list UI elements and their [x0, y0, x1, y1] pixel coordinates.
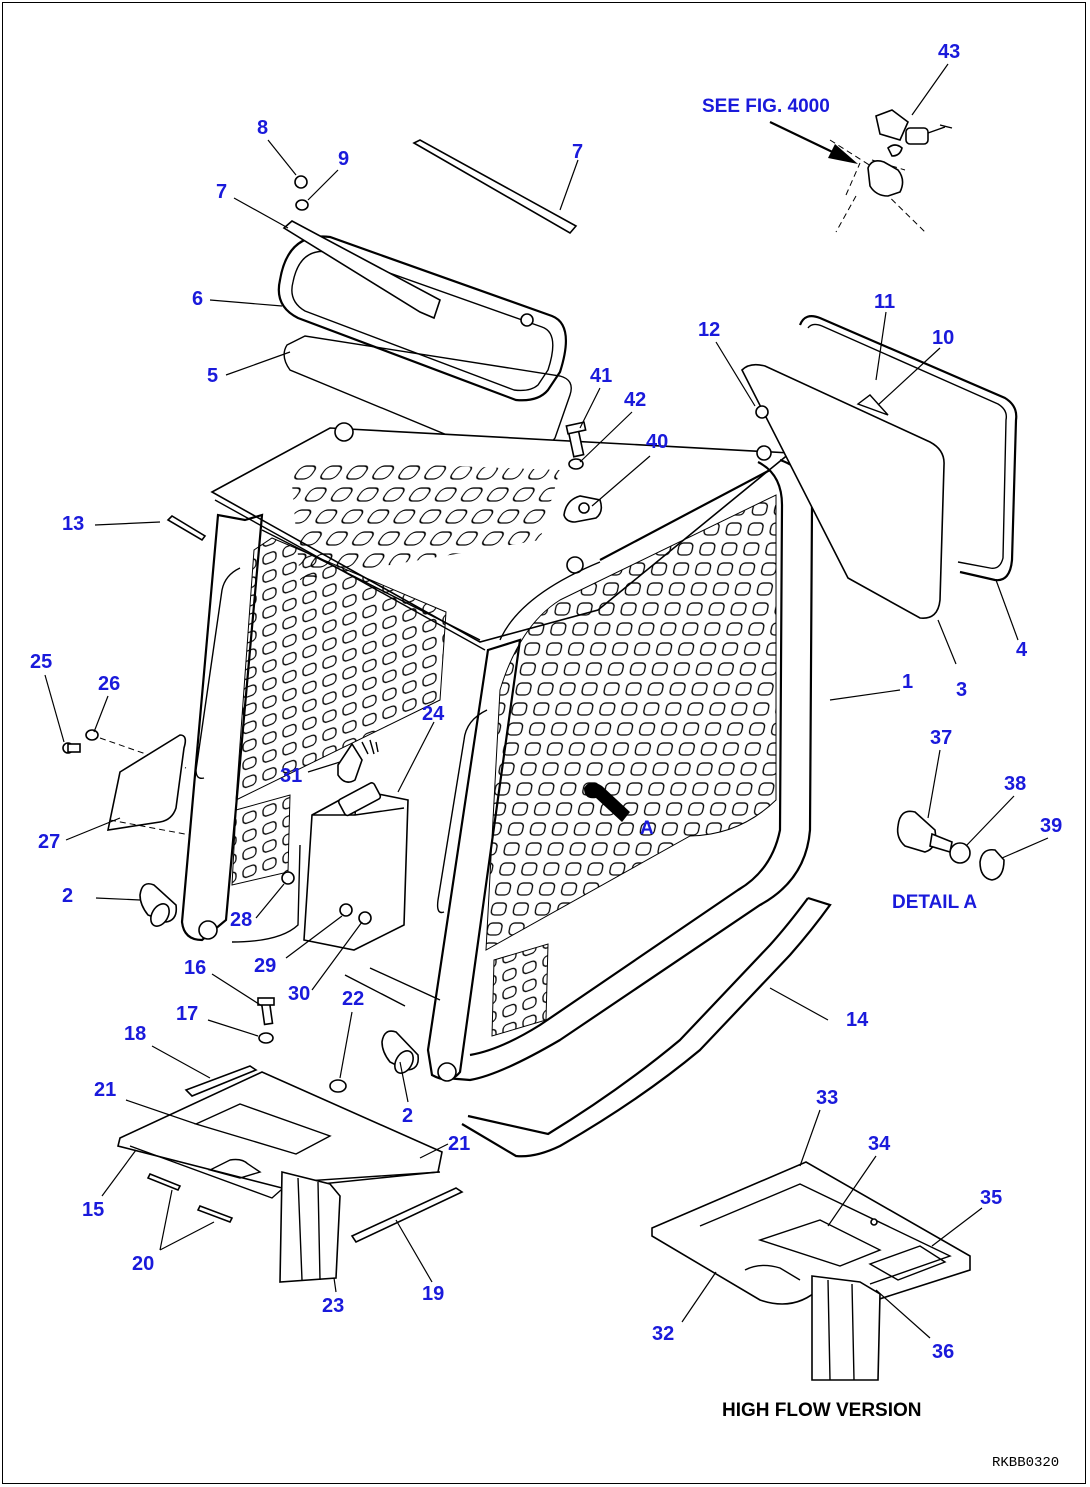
callout-14: 14: [846, 1009, 869, 1031]
callout-5: 5: [207, 365, 218, 387]
captions: SEE FIG. 4000 A DETAIL A HIGH FLOW VERSI…: [640, 96, 1059, 1471]
callout-3: 3: [956, 679, 967, 701]
callout-numbers: 43 8 9 7 7 6 5 12 11 10 41 42 40 13 25 2…: [30, 41, 1062, 1363]
leader-lines: [44, 63, 1049, 1339]
latch-parts: [563, 109, 953, 523]
callout-31: 31: [280, 765, 302, 787]
callout-43: 43: [938, 41, 960, 63]
callout-36: 36: [932, 1341, 954, 1363]
console-box-part: [281, 782, 409, 951]
side-window-part: [741, 315, 1018, 619]
callout-15: 15: [82, 1199, 104, 1221]
callout-19: 19: [422, 1283, 444, 1305]
callout-37: 37: [930, 727, 952, 749]
callout-35: 35: [980, 1187, 1002, 1209]
callout-30: 30: [288, 983, 310, 1005]
callout-2: 2: [402, 1105, 413, 1127]
callout-38: 38: [1004, 773, 1026, 795]
callout-24: 24: [422, 703, 445, 725]
callout-29: 29: [254, 955, 276, 977]
callout-23: 23: [322, 1295, 344, 1317]
callout-1: 1: [902, 671, 913, 693]
callout-22: 22: [342, 988, 364, 1010]
callout-18: 18: [124, 1023, 146, 1045]
callout-28: 28: [230, 909, 252, 931]
callout-33: 33: [816, 1087, 838, 1109]
callout-13: 13: [62, 513, 84, 535]
callout-10: 10: [932, 327, 954, 349]
callout-8: 8: [257, 117, 268, 139]
callout-2: 2: [62, 885, 73, 907]
callout-40: 40: [646, 431, 668, 453]
callout-7: 7: [216, 181, 227, 203]
door-seal-part: [461, 896, 832, 1158]
fastener-parts: [62, 175, 379, 836]
callout-20: 20: [132, 1253, 154, 1275]
callout-11: 11: [874, 291, 895, 313]
see-fig-reference: SEE FIG. 4000: [702, 96, 830, 117]
top-bar-part: [412, 139, 578, 235]
view-marker-a: A: [640, 818, 654, 839]
callout-27: 27: [38, 831, 60, 853]
drawing-code: RKBB0320: [992, 1455, 1059, 1471]
mount-parts: [139, 882, 420, 1074]
floor-plate-part: [117, 997, 464, 1283]
callout-34: 34: [868, 1133, 891, 1155]
detail-a-caption: DETAIL A: [892, 892, 977, 913]
callout-9: 9: [338, 148, 349, 170]
callout-7: 7: [572, 141, 583, 163]
callout-16: 16: [184, 957, 206, 979]
high-flow-version-caption: HIGH FLOW VERSION: [722, 1400, 922, 1421]
callout-25: 25: [30, 651, 52, 673]
callout-6: 6: [192, 288, 203, 310]
callout-42: 42: [624, 389, 646, 411]
callout-32: 32: [652, 1323, 674, 1345]
callout-17: 17: [176, 1003, 198, 1025]
callout-41: 41: [590, 365, 612, 387]
roof-window-part: [277, 220, 572, 451]
callout-4: 4: [1016, 639, 1028, 661]
callout-39: 39: [1040, 815, 1062, 837]
high-flow-floor-part: [651, 1161, 971, 1381]
callout-26: 26: [98, 673, 120, 695]
callout-21: 21: [448, 1133, 470, 1155]
cab-frame-part: [180, 458, 814, 1082]
callout-12: 12: [698, 319, 720, 341]
detail-a-parts: [584, 782, 1005, 881]
callout-21: 21: [94, 1079, 116, 1101]
